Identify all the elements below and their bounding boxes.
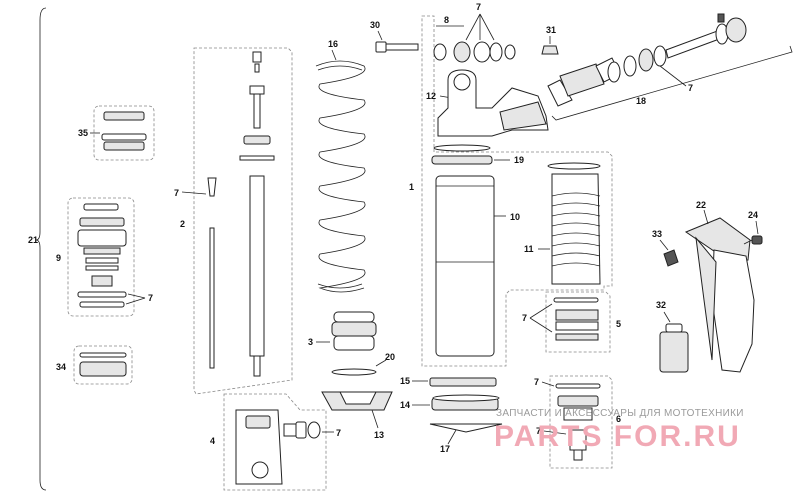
label-24: 24 — [748, 210, 758, 220]
part-31-nut — [541, 45, 559, 55]
part-12-top-mount — [437, 69, 549, 137]
part-24-screw — [743, 235, 763, 245]
part-33-nut — [663, 249, 679, 267]
part-5-seals — [553, 297, 599, 341]
label-10: 10 — [510, 212, 520, 222]
label-6: 6 — [616, 414, 621, 424]
box-2 — [193, 47, 293, 395]
part-11-bellows — [547, 162, 601, 285]
label-16: 16 — [328, 39, 338, 49]
part-35 — [101, 111, 147, 151]
label-14: 14 — [400, 400, 410, 410]
label-32: 32 — [656, 300, 666, 310]
label-7-c: 7 — [336, 428, 341, 438]
label-1: 1 — [409, 182, 414, 192]
box-34 — [73, 345, 133, 385]
part-9 — [77, 203, 127, 308]
label-17: 17 — [440, 444, 450, 454]
label-35: 35 — [78, 128, 88, 138]
label-3: 3 — [308, 337, 313, 347]
label-21: 21 — [28, 235, 38, 245]
label-13: 13 — [374, 430, 384, 440]
part-8-bushings — [433, 41, 516, 63]
part-19-ring — [431, 155, 493, 165]
part-22-mudguard — [684, 217, 755, 373]
label-7-h: 7 — [688, 83, 693, 93]
part-6-valve — [555, 383, 601, 461]
part-34 — [79, 352, 127, 377]
label-7-b: 7 — [174, 188, 179, 198]
part-3-bumper — [331, 311, 377, 351]
box-4 — [223, 393, 327, 491]
label-18: 18 — [636, 96, 646, 106]
part-20-washer — [331, 368, 377, 376]
part-17-clip — [429, 423, 503, 433]
part-14-adjuster — [431, 394, 500, 411]
label-9: 9 — [56, 253, 61, 263]
label-11: 11 — [524, 244, 534, 254]
label-8: 8 — [444, 15, 449, 25]
box-5 — [545, 291, 611, 353]
part-15-nut — [429, 377, 497, 387]
box-1 — [421, 15, 613, 367]
box-35 — [93, 105, 155, 161]
watermark-brand: PARTS FOR.RU — [494, 420, 741, 453]
label-7-d: 7 — [476, 2, 481, 12]
part-13-seat — [321, 391, 393, 411]
label-2: 2 — [180, 219, 185, 229]
label-7-a: 7 — [148, 293, 153, 303]
box-9 — [67, 197, 135, 317]
label-22: 22 — [696, 200, 706, 210]
part-30-bolt — [375, 41, 419, 53]
label-7-f: 7 — [534, 377, 539, 387]
bracket-21 — [35, 7, 47, 491]
label-12: 12 — [426, 91, 436, 101]
label-30: 30 — [370, 20, 380, 30]
label-31: 31 — [546, 25, 556, 35]
part-18-reservoir — [547, 13, 747, 107]
part-4-eye — [235, 409, 321, 485]
box-6 — [549, 375, 613, 469]
watermark-caption: ЗАПЧАСТИ И АКСЕССУАРЫ ДЛЯ МОТОТЕХНИКИ — [496, 408, 744, 419]
label-15: 15 — [400, 376, 410, 386]
label-5: 5 — [616, 319, 621, 329]
label-33: 33 — [652, 229, 662, 239]
label-4: 4 — [210, 436, 215, 446]
label-7-g: 7 — [536, 426, 541, 436]
label-34: 34 — [56, 362, 66, 372]
label-20: 20 — [385, 352, 395, 362]
part-2-shaft — [207, 51, 275, 377]
label-19: 19 — [514, 155, 524, 165]
label-7-e: 7 — [522, 313, 527, 323]
part-10-body — [435, 175, 495, 357]
part-16-spring — [315, 60, 366, 293]
part-32-bottle — [659, 323, 689, 373]
bracket-18 — [551, 45, 793, 121]
